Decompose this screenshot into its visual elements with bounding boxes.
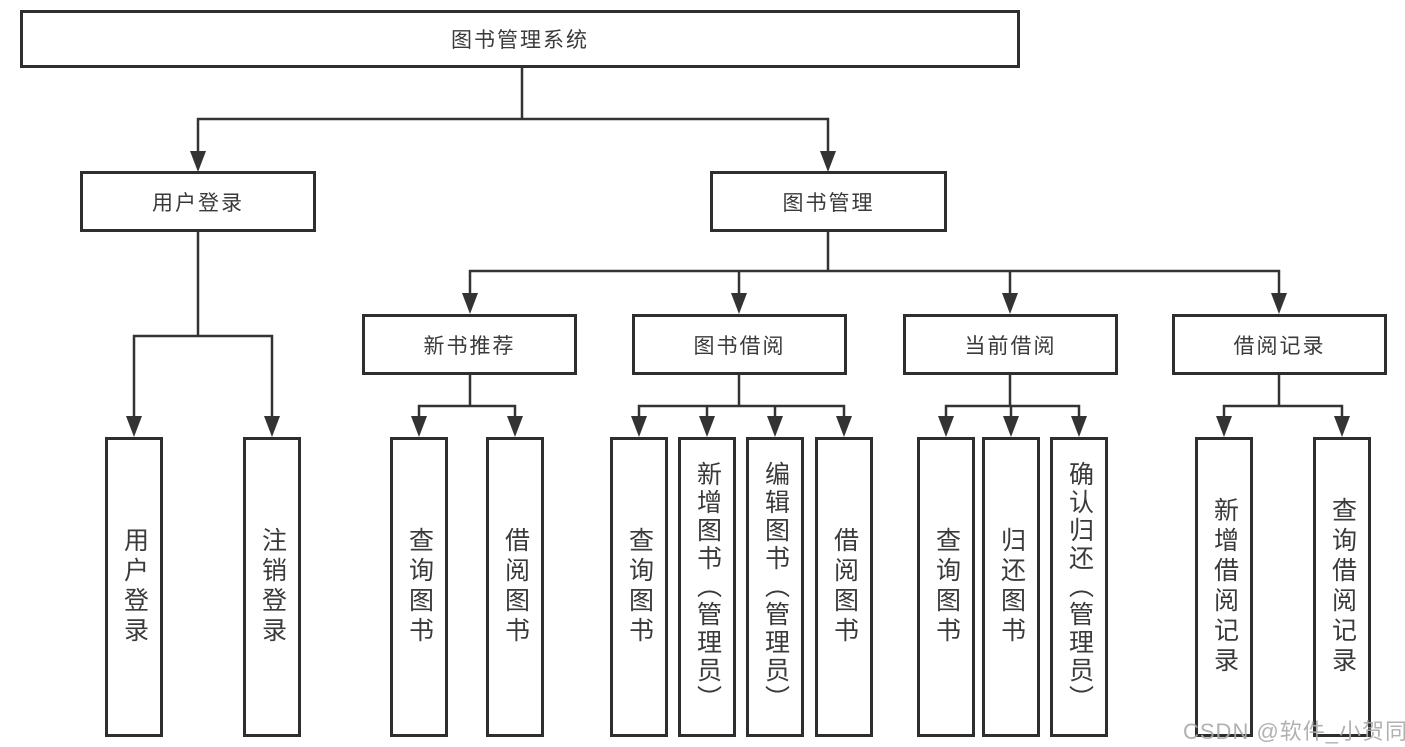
- leaf-borrow-book-1-label: 借阅图书: [501, 527, 530, 647]
- leaf-query-borrow-record-label: 查询借阅记录: [1328, 497, 1357, 677]
- leaf-edit-book-admin-label: 编辑图书（管理员）: [761, 461, 790, 713]
- node-borrowing-records: 借阅记录: [1172, 314, 1387, 375]
- arrowheads: [126, 151, 1350, 437]
- leaf-add-borrow-record: 新增借阅记录: [1195, 437, 1253, 737]
- leaf-query-book-2-label: 查询图书: [625, 527, 654, 647]
- leaf-logout: 注销登录: [243, 437, 301, 737]
- node-current-borrowing-label: 当前借阅: [964, 334, 1057, 358]
- leaf-confirm-return-admin-label: 确认归还（管理员）: [1065, 461, 1094, 713]
- node-current-borrowing: 当前借阅: [903, 314, 1118, 375]
- node-root: 图书管理系统: [20, 10, 1020, 68]
- node-user-login-label: 用户登录: [152, 191, 244, 215]
- connector-records-splitter: [1222, 404, 1344, 418]
- leaf-borrow-book-2: 借阅图书: [815, 437, 873, 737]
- leaf-query-book-3: 查询图书: [917, 437, 975, 737]
- leaf-borrow-book-1: 借阅图书: [486, 437, 544, 737]
- leaf-query-borrow-record: 查询借阅记录: [1313, 437, 1371, 737]
- leaf-user-login: 用户登录: [105, 437, 163, 737]
- node-root-label: 图书管理系统: [451, 29, 589, 52]
- connector-current-splitter: [944, 404, 1081, 418]
- node-user-login: 用户登录: [80, 171, 316, 232]
- leaf-borrow-book-2-label: 借阅图书: [830, 527, 859, 647]
- connector-newbook-splitter: [417, 404, 517, 418]
- leaf-confirm-return-admin: 确认归还（管理员）: [1050, 437, 1108, 737]
- leaf-edit-book-admin: 编辑图书（管理员）: [746, 437, 804, 737]
- leaf-user-login-label: 用户登录: [120, 527, 149, 647]
- leaf-query-book-1: 查询图书: [390, 437, 448, 737]
- leaf-query-book-1-label: 查询图书: [405, 527, 434, 647]
- leaf-return-book: 归还图书: [982, 437, 1040, 737]
- csdn-watermark: CSDN @软件_小贺同学: [1183, 719, 1405, 744]
- connector-root-splitter: [196, 117, 830, 153]
- leaf-query-book-2: 查询图书: [610, 437, 668, 737]
- connector-userlogin-splitter: [132, 334, 274, 418]
- connector-borrow-splitter: [637, 404, 846, 418]
- node-book-borrowing-label: 图书借阅: [693, 334, 786, 358]
- node-book-management: 图书管理: [710, 171, 947, 232]
- node-book-borrowing: 图书借阅: [632, 314, 847, 375]
- node-new-book-recommend-label: 新书推荐: [423, 334, 516, 358]
- connector-bookmgmt-splitter: [468, 269, 1281, 295]
- leaf-query-book-3-label: 查询图书: [932, 527, 961, 647]
- leaf-logout-label: 注销登录: [258, 527, 287, 647]
- leaf-add-book-admin: 新增图书（管理员）: [678, 437, 736, 737]
- leaf-add-borrow-record-label: 新增借阅记录: [1210, 497, 1239, 677]
- node-book-management-label: 图书管理: [782, 191, 875, 215]
- leaf-return-book-label: 归还图书: [997, 527, 1026, 647]
- node-new-book-recommend: 新书推荐: [362, 314, 577, 375]
- node-borrowing-records-label: 借阅记录: [1233, 334, 1326, 358]
- leaf-add-book-admin-label: 新增图书（管理员）: [693, 461, 722, 713]
